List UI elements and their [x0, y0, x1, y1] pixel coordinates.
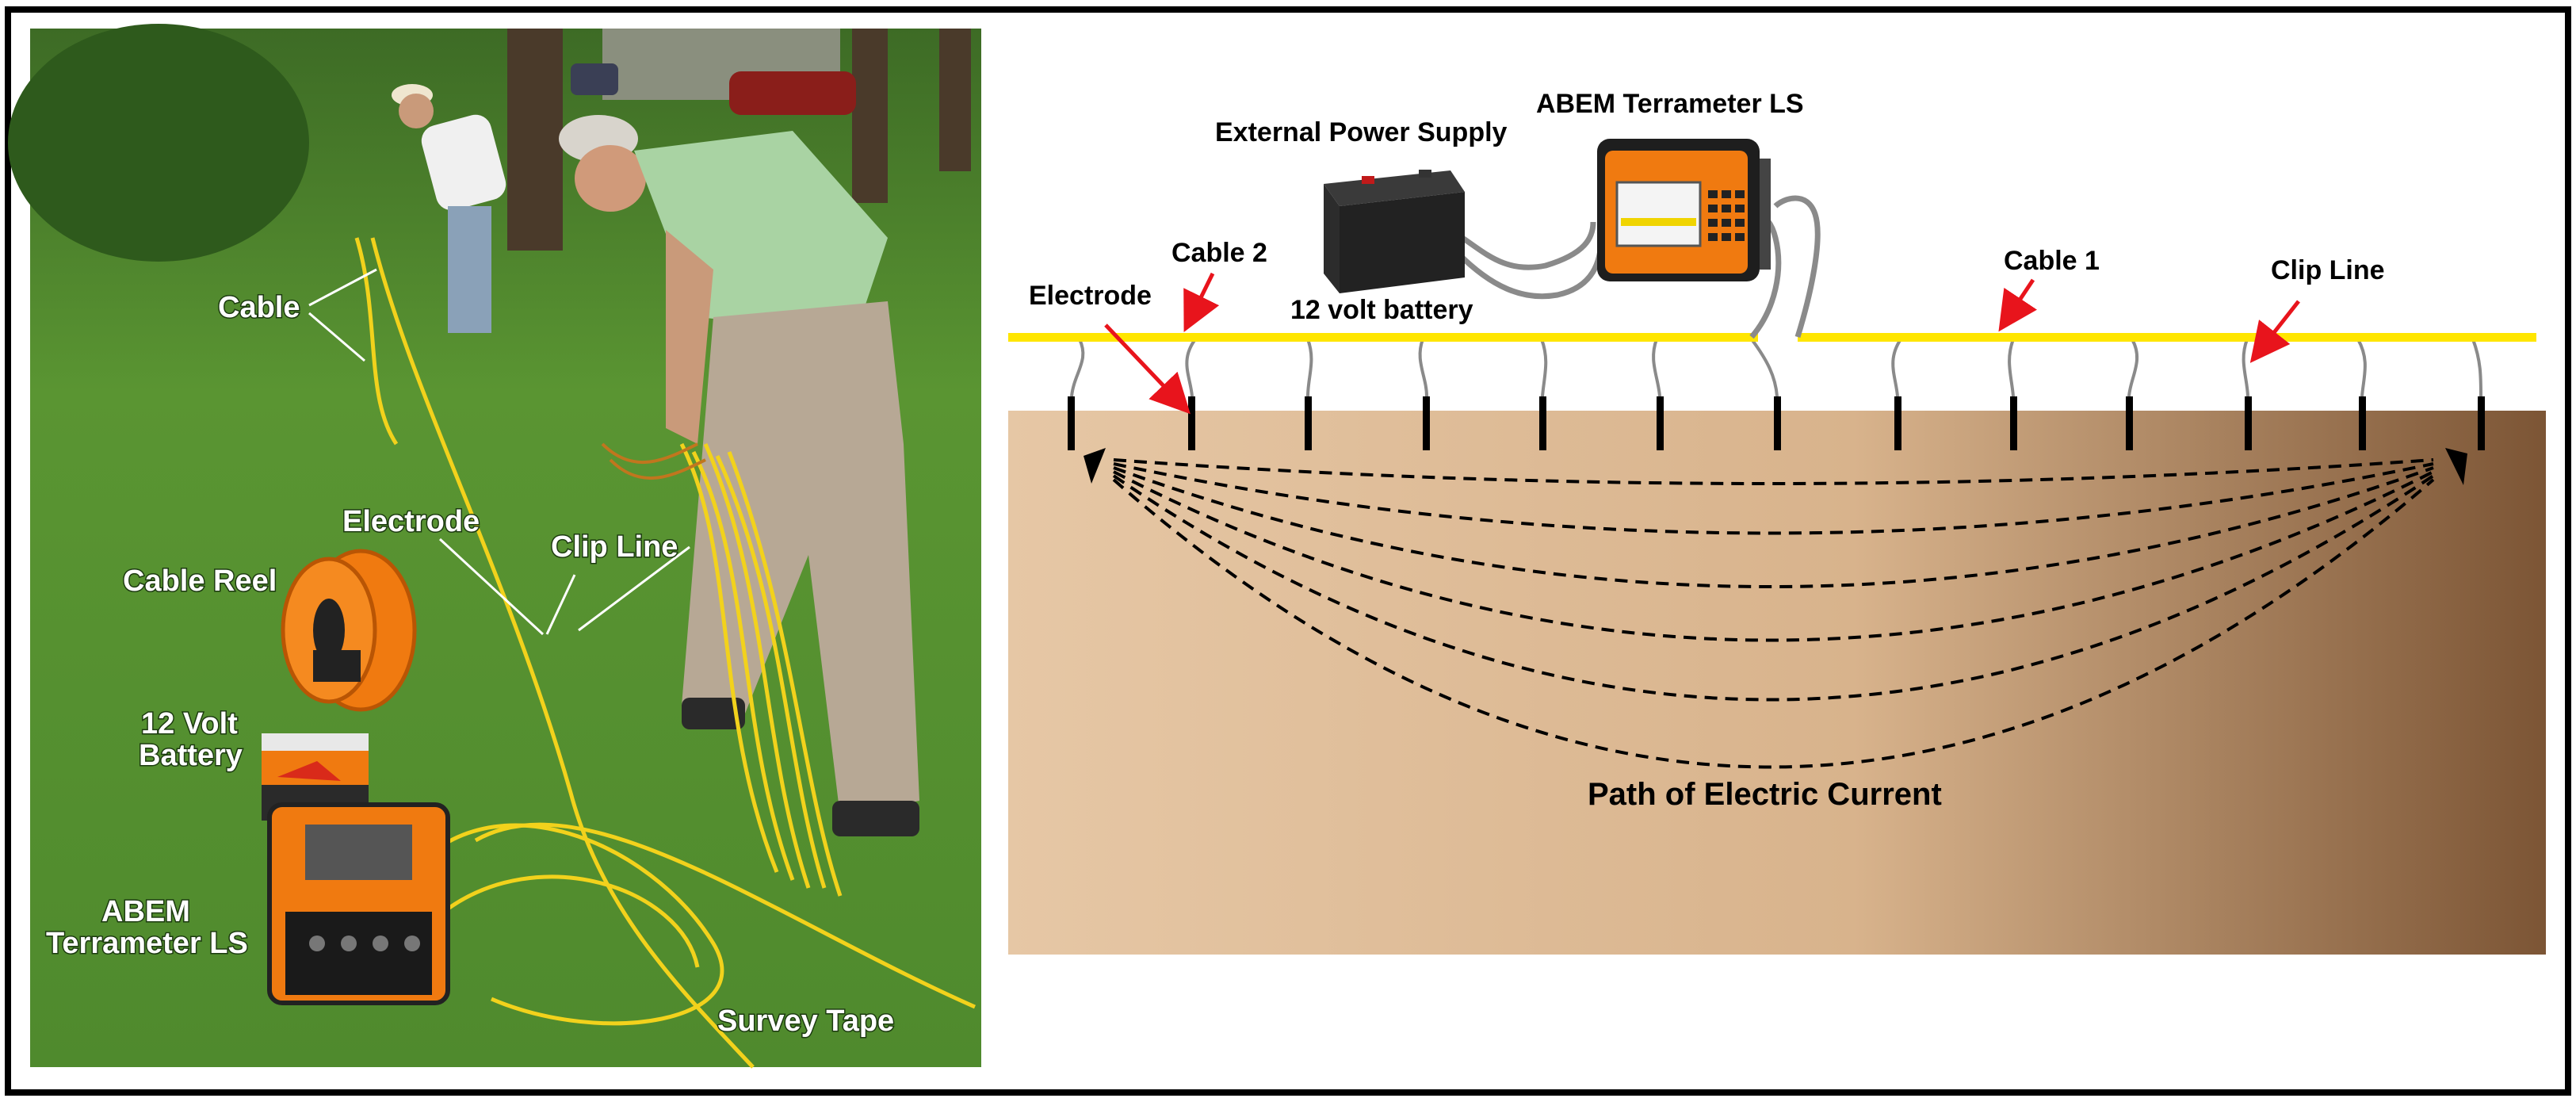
label-terrameter-line1: ABEM — [101, 895, 190, 928]
electrodes — [1068, 396, 2485, 450]
label-battery: 12 volt battery — [1290, 295, 1473, 325]
label-terrameter-line2: Terrameter LS — [46, 927, 248, 960]
tree-trunk — [939, 29, 971, 171]
electrode — [1305, 396, 1312, 450]
parked-car — [729, 71, 856, 115]
label-electrode: Electrode — [1029, 281, 1152, 311]
keypad — [1708, 190, 1745, 241]
electrode — [1068, 396, 1075, 450]
label-electrode: Electrode — [342, 505, 480, 538]
electrode — [2478, 396, 2485, 450]
pointer-cable2 — [1183, 272, 1220, 332]
person-background — [392, 84, 506, 333]
cable-reel — [281, 549, 417, 712]
electrode — [1539, 396, 1546, 450]
cable-2 — [1008, 333, 1758, 342]
ground — [1008, 411, 2546, 955]
electrode — [1774, 396, 1781, 450]
current-sink-arrow — [2445, 448, 2467, 485]
label-external-power: External Power Supply — [1215, 117, 1508, 147]
label-terrameter: ABEM Terrameter LS — [1536, 89, 1804, 119]
current-path — [1113, 462, 2434, 535]
label-cable2: Cable 2 — [1171, 238, 1267, 268]
tree-trunk — [852, 29, 888, 203]
electrode — [1188, 396, 1195, 450]
field-photo: Cable Electrode Clip Line Cable Reel 12 … — [8, 24, 981, 1069]
electrode — [1423, 396, 1430, 450]
pointer-arrows — [1104, 272, 2300, 415]
pointer-cable1 — [1998, 278, 2037, 332]
label-cable: Cable — [218, 291, 300, 324]
schematic-diagram: ABEM Terrameter LS External Power Supply… — [1008, 89, 2546, 955]
current-path — [1113, 470, 2434, 642]
tree-trunk — [507, 29, 563, 251]
current-path — [1112, 478, 2435, 769]
person-foreground — [559, 115, 919, 836]
label-cable-reel: Cable Reel — [123, 564, 277, 598]
photo-leader-lines — [308, 268, 690, 636]
electrode — [2126, 396, 2133, 450]
electrode — [2010, 396, 2017, 450]
current-source-arrow — [1084, 448, 1106, 484]
label-clip-line: Clip Line — [551, 530, 678, 564]
current-path — [1113, 458, 2434, 485]
label-survey-tape: Survey Tape — [717, 1004, 894, 1038]
electrode — [2359, 396, 2366, 450]
label-clip-line: Clip Line — [2271, 255, 2385, 285]
pointer-clip-line — [2249, 300, 2300, 363]
label-battery-line1: 12 Volt — [141, 707, 238, 740]
clip-lines — [1070, 338, 2482, 397]
cable-bundle-orange — [601, 442, 706, 480]
cable-1 — [1798, 333, 2536, 342]
current-paths — [1112, 458, 2435, 769]
current-path — [1112, 474, 2435, 702]
electrode — [1657, 396, 1664, 450]
electrode — [1894, 396, 1901, 450]
label-battery-line2: Battery — [139, 739, 243, 772]
battery-diagram — [1324, 170, 1465, 293]
terrameter-photo — [267, 802, 450, 1005]
current-path — [1113, 466, 2434, 588]
terrameter-diagram — [1597, 139, 1771, 281]
cable-bundle — [354, 237, 977, 1069]
label-cable1: Cable 1 — [2004, 246, 2100, 276]
label-current-path: Path of Electric Current — [1588, 777, 1942, 812]
pointer-electrode — [1104, 323, 1191, 415]
bush — [8, 24, 309, 262]
electrode — [2245, 396, 2252, 450]
parked-car — [571, 63, 618, 95]
